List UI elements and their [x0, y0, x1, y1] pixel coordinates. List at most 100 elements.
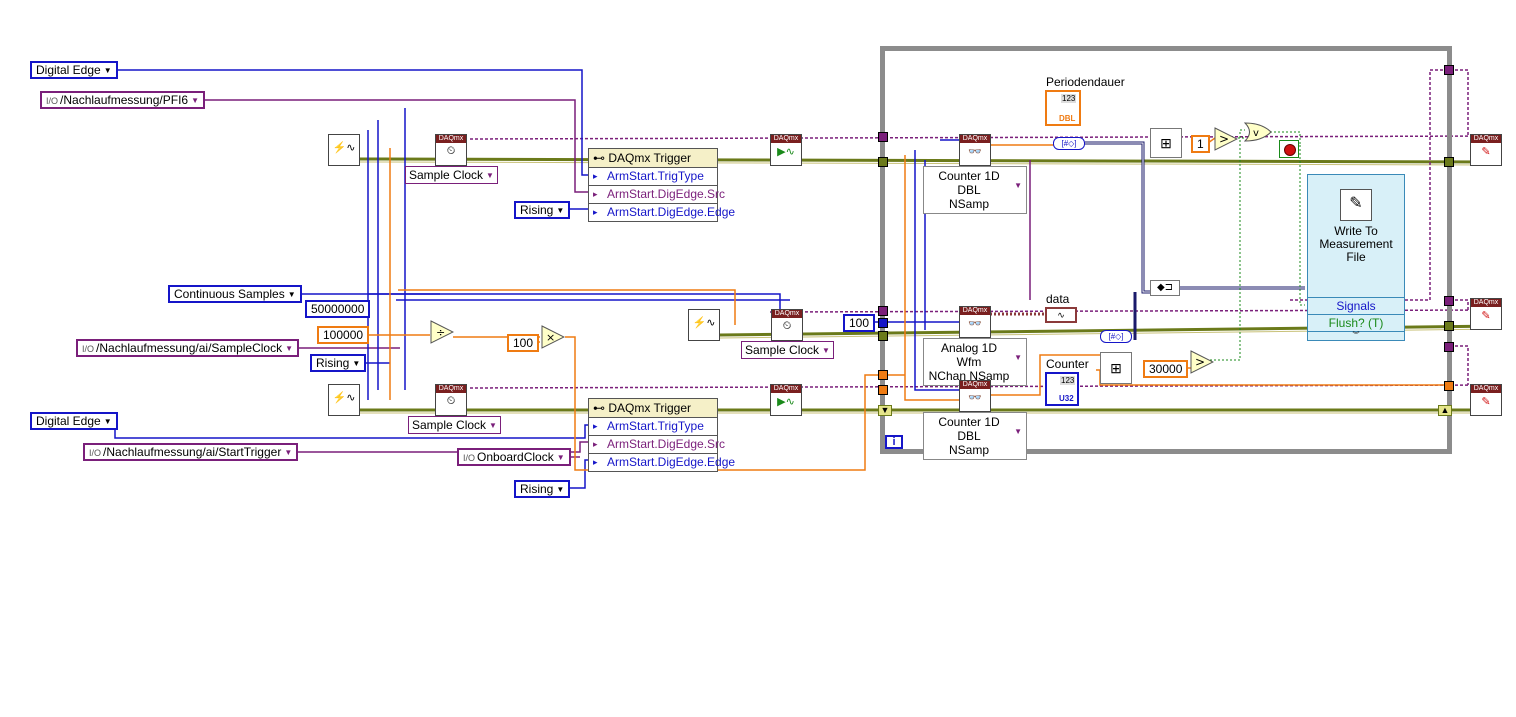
clock-icon: ⏲ — [446, 145, 456, 157]
trigger-title-1: ⊷ DAQmx Trigger — [589, 149, 717, 168]
signals-input[interactable]: Signals — [1308, 297, 1404, 314]
divide-node[interactable]: ÷ — [430, 320, 454, 344]
trigger-row-trigtype-1[interactable]: ArmStart.TrigType — [589, 168, 717, 186]
chevron-down-icon: ▼ — [1014, 353, 1022, 362]
build-array-node-2[interactable]: [#◇] — [1100, 330, 1132, 343]
key-icon: ⊷ — [593, 151, 609, 165]
chevron-down-icon: ▼ — [191, 95, 199, 105]
num-123-icon: 123 — [1061, 94, 1077, 103]
stop-icon — [1284, 144, 1296, 156]
chevron-down-icon: ▼ — [556, 205, 565, 215]
array-size-node-1[interactable]: ⊞ — [1150, 128, 1182, 158]
one-constant[interactable]: 1 — [1191, 135, 1210, 153]
array-size-node-2[interactable]: ⊞ — [1100, 352, 1132, 384]
trigger-row-src-1[interactable]: ArmStart.DigEdge.Src — [589, 186, 725, 204]
tunnel-numeric — [878, 370, 888, 380]
enum-wires — [110, 69, 960, 489]
fifty-million-constant[interactable]: 50000000 — [305, 300, 371, 318]
chevron-down-icon: ▼ — [103, 416, 112, 426]
daqmx-badge: DAQmx — [1471, 135, 1501, 143]
data-waveform-indicator[interactable]: ∿ — [1045, 307, 1077, 323]
clock-icon: ⏲ — [782, 320, 792, 332]
start-task-vi-1[interactable]: DAQmx▶∿ — [770, 134, 802, 166]
periodendauer-indicator[interactable]: 123 DBL — [1045, 90, 1081, 126]
counter-indicator[interactable]: 123 U32 — [1045, 372, 1079, 406]
io-icon: I/O — [82, 344, 95, 354]
start-task-vi-2[interactable]: DAQmx▶∿ — [770, 384, 802, 416]
eraser-icon: ✎ — [1481, 146, 1491, 158]
shift-register-right: ▲ — [1438, 405, 1452, 416]
io-wires — [198, 99, 1031, 458]
digital-edge-text-1: Digital Edge — [36, 63, 101, 77]
daqmx-badge: DAQmx — [436, 385, 466, 393]
sample-clock-selector-2[interactable]: Sample Clock▼ — [408, 416, 501, 434]
daqmx-trigger-property-node-1[interactable]: ⊷ DAQmx Trigger ArmStart.TrigType ArmSta… — [588, 148, 735, 222]
build-array-node-1[interactable]: [#◇] — [1053, 137, 1085, 150]
clear-task-vi-3[interactable]: DAQmx✎ — [1470, 384, 1502, 416]
read-vi-2[interactable]: DAQmx👓 — [959, 306, 991, 338]
thirty-thousand-constant[interactable]: 30000 — [1143, 360, 1189, 378]
pfi6-terminal-constant[interactable]: I/O/Nachlaufmessung/PFI6▼ — [40, 91, 205, 109]
shift-register-left: ▼ — [878, 405, 892, 416]
merge-signals-node[interactable]: ◆⊐ — [1150, 280, 1180, 296]
flush-input[interactable]: Flush? (T) — [1308, 314, 1404, 331]
tunnel-task-1 — [878, 157, 888, 167]
chevron-down-icon: ▼ — [352, 358, 361, 368]
sample-clock-selector-1[interactable]: Sample Clock▼ — [405, 166, 498, 184]
digital-edge-constant-2[interactable]: Digital Edge▼ — [30, 412, 118, 430]
greater-than-node-2[interactable]: > — [1190, 350, 1214, 374]
clear-task-vi-1[interactable]: DAQmx ✎ — [1470, 134, 1502, 166]
hundred-thousand-constant[interactable]: 100000 — [317, 326, 370, 344]
or-gate-node[interactable]: v — [1244, 122, 1272, 142]
trigger-row-edge-1[interactable]: ArmStart.DigEdge.Edge — [589, 204, 735, 221]
read-vi-1[interactable]: DAQmx👓 — [959, 134, 991, 166]
num-123-icon: 123 — [1060, 376, 1076, 385]
read-vi-3[interactable]: DAQmx👓 — [959, 380, 991, 412]
rising-constant-3[interactable]: Rising▼ — [514, 480, 571, 498]
rising-text-2: Rising — [520, 203, 554, 217]
greater-than-node-1[interactable]: > — [1214, 127, 1238, 151]
expand-chevron-icon[interactable]: ︾ — [1308, 331, 1404, 340]
start-trigger-terminal-constant[interactable]: I/O/Nachlaufmessung/ai/StartTrigger▼ — [83, 443, 299, 461]
rising-text-3: Rising — [520, 482, 554, 496]
continuous-samples-constant[interactable]: Continuous Samples▼ — [168, 285, 302, 303]
clear-task-vi-2[interactable]: DAQmx✎ — [1470, 298, 1502, 330]
read-2-line2: NChan NSamp — [928, 369, 1010, 383]
sample-clock-terminal-constant[interactable]: I/O/Nachlaufmessung/ai/SampleClock▼ — [76, 339, 300, 357]
daqmx-trigger-property-node-2[interactable]: ⊷ DAQmx Trigger ArmStart.TrigType ArmSta… — [588, 398, 735, 472]
sample-clock-terminal-text: /Nachlaufmessung/ai/SampleClock — [96, 341, 283, 355]
timing-vi-1[interactable]: DAQmx⏲ — [435, 134, 467, 166]
hundred-constant-a[interactable]: 100 — [507, 334, 540, 352]
read-2-line1: Analog 1D Wfm — [940, 341, 998, 369]
chevron-down-icon: ▼ — [556, 484, 565, 494]
hundred-constant-b[interactable]: 100 — [843, 314, 876, 332]
timing-vi-2[interactable]: DAQmx⏲ — [435, 384, 467, 416]
create-channel-vi-2[interactable]: ⚡∿ — [328, 384, 360, 416]
timing-vi-3[interactable]: DAQmx⏲ — [771, 309, 803, 341]
rising-constant-2[interactable]: Rising▼ — [514, 201, 571, 219]
digital-edge-constant-1[interactable]: Digital Edge▼ — [30, 61, 118, 79]
while-loop — [880, 46, 1452, 454]
tunnel-right-numeric — [1444, 381, 1454, 391]
trigger-title-text-2: DAQmx Trigger — [608, 401, 692, 415]
eraser-icon: ✎ — [1481, 396, 1491, 408]
write-to-measurement-file-vi[interactable]: ✎ Write To Measurement File Signals Flus… — [1307, 174, 1405, 341]
tunnel-enum — [878, 318, 888, 328]
create-channel-vi-1[interactable]: ⚡∿ — [328, 134, 360, 166]
sample-clock-selector-3[interactable]: Sample Clock▼ — [741, 341, 834, 359]
trigger-row-src-2[interactable]: ArmStart.DigEdge.Src — [589, 436, 725, 454]
create-channel-vi-3[interactable]: ⚡∿ — [688, 309, 720, 341]
rising-constant-1[interactable]: Rising▼ — [310, 354, 367, 372]
stop-button-terminal[interactable] — [1279, 140, 1299, 158]
trigger-row-edge-2[interactable]: ArmStart.DigEdge.Edge — [589, 454, 735, 471]
play-icon: ▶∿ — [777, 146, 795, 158]
trigger-row-trigtype-2[interactable]: ArmStart.TrigType — [589, 418, 717, 436]
periodendauer-label: Periodendauer — [1046, 75, 1125, 89]
multiply-node[interactable]: × — [541, 325, 565, 349]
chevron-down-icon: ▼ — [1014, 427, 1022, 436]
dbl-type-badge: DBL — [1059, 114, 1076, 123]
